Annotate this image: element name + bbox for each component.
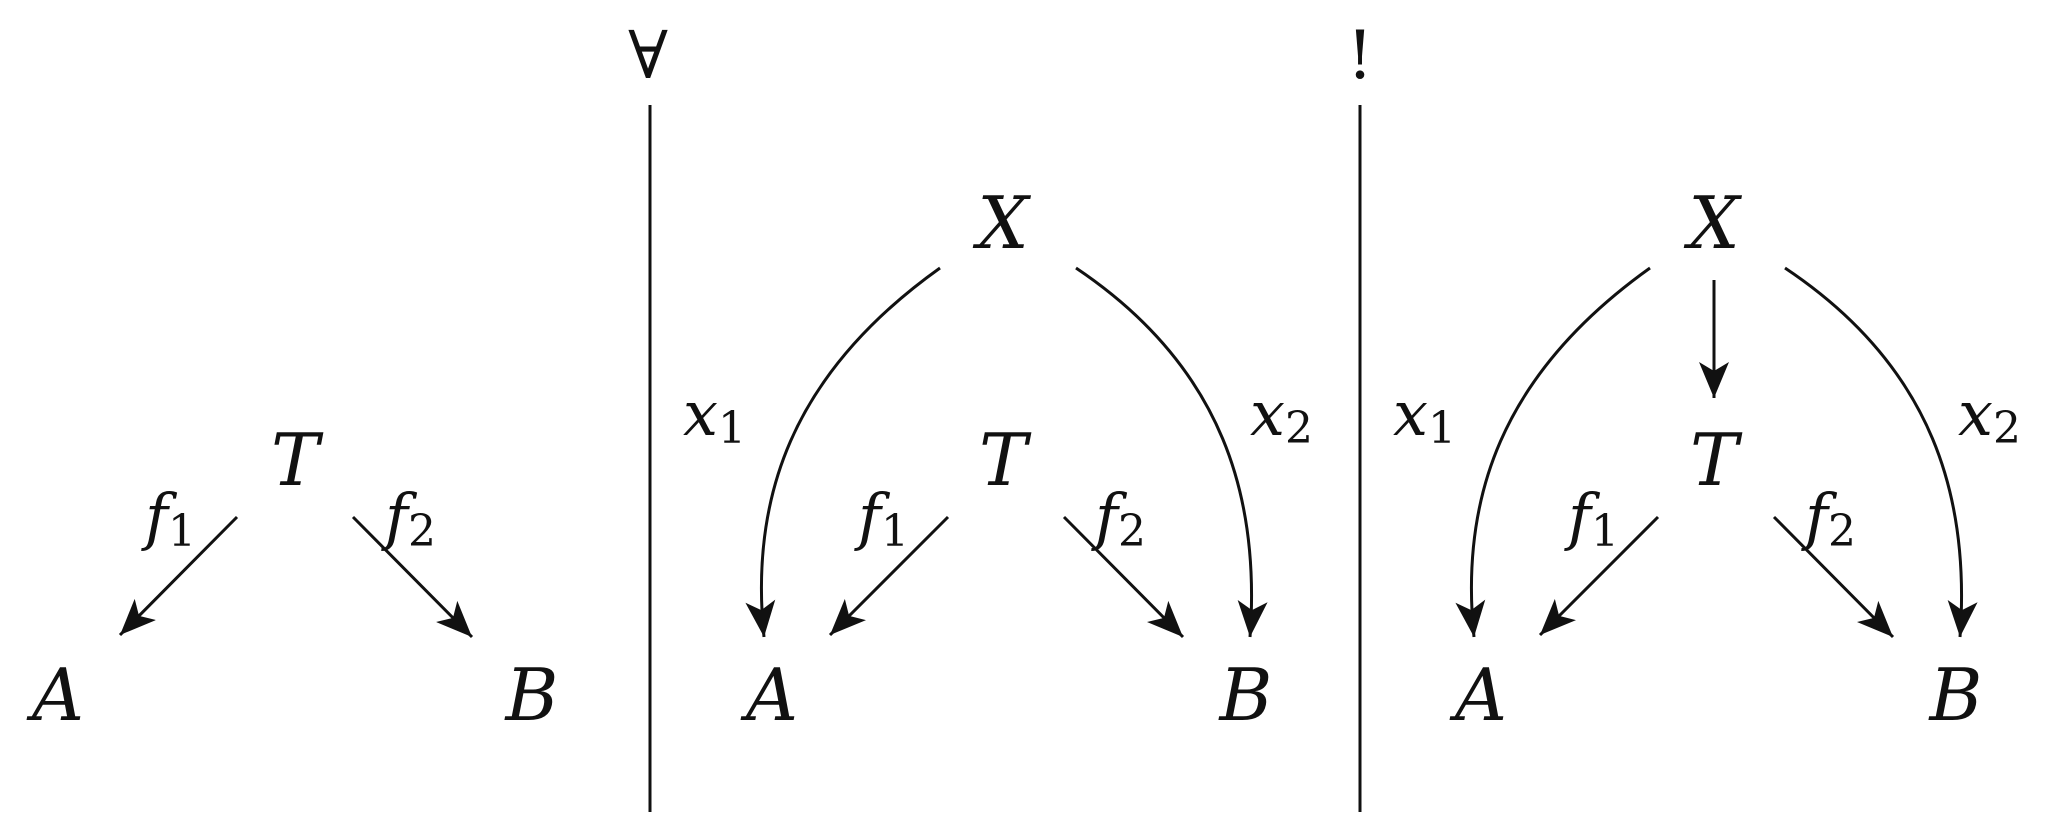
edge-x1 [1455, 266, 1651, 638]
node-x: X [972, 181, 1031, 265]
label-x1: x1 [1393, 377, 1456, 454]
edge-f1 [828, 515, 950, 637]
node-b: B [1218, 653, 1273, 737]
panel-cone: X T A B x1 x2 f1 f2 [683, 181, 1313, 737]
edge-f1 [1538, 515, 1660, 637]
edge-f2 [351, 515, 474, 639]
panel-span: T A B f1 f2 [26, 418, 558, 737]
label-f1: f1 [1564, 480, 1619, 557]
label-f1: f1 [141, 480, 196, 557]
edge-f1 [118, 515, 239, 637]
node-a: A [1449, 653, 1507, 737]
forall-symbol: ∀ [628, 17, 668, 94]
node-x: X [1683, 181, 1742, 265]
node-t: T [979, 418, 1032, 502]
node-t: T [1690, 418, 1743, 502]
edge-f2 [1772, 515, 1895, 639]
node-t: T [271, 418, 324, 502]
unique-symbol: ! [1347, 17, 1374, 94]
panel-universal: X T A B x1 x2 f1 f2 [1393, 181, 2021, 737]
edge-f2 [1062, 515, 1185, 639]
label-x1: x1 [683, 377, 746, 454]
edge-x1 [745, 266, 941, 638]
node-b: B [504, 653, 559, 737]
node-a: A [740, 653, 798, 737]
node-b: B [1928, 653, 1983, 737]
node-a: A [26, 653, 84, 737]
edge-x2 [1075, 266, 1268, 638]
label-x2: x2 [1250, 377, 1313, 454]
label-f1: f1 [854, 480, 909, 557]
label-x2: x2 [1958, 377, 2021, 454]
label-f2: f2 [1801, 480, 1856, 557]
edge-x2 [1784, 266, 1978, 638]
label-f2: f2 [1091, 480, 1146, 557]
label-f2: f2 [381, 480, 436, 557]
